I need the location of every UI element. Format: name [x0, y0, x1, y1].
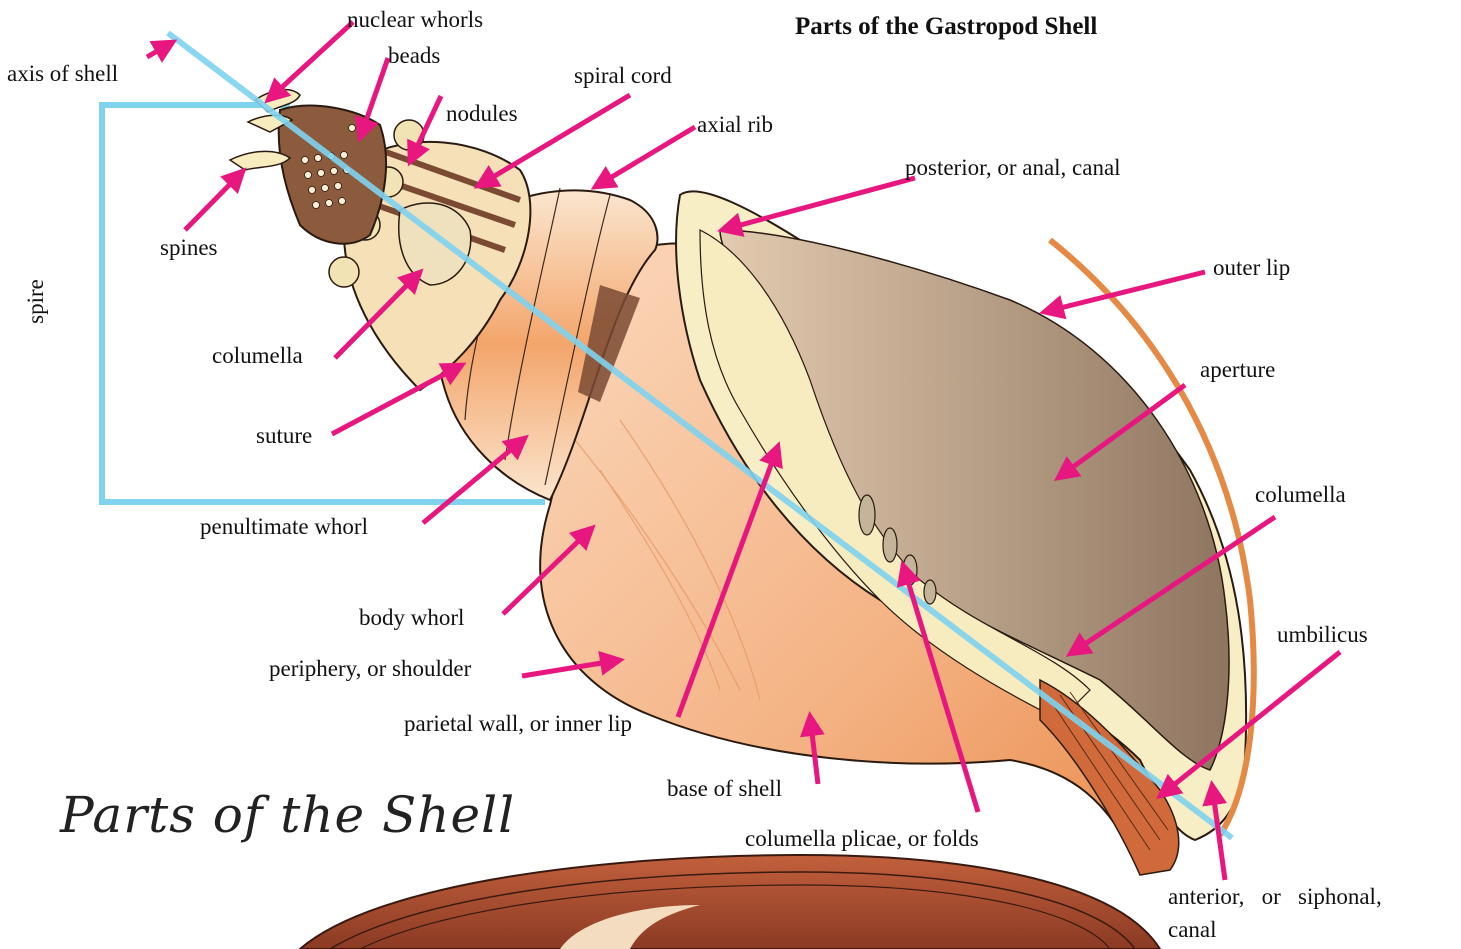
label-posterior-canal: posterior, or anal, canal [905, 156, 1121, 179]
label-spire: spire [24, 279, 47, 324]
label-aperture: aperture [1200, 358, 1275, 381]
label-periphery: periphery, or shoulder [269, 657, 471, 680]
label-nodules: nodules [446, 102, 518, 125]
label-axial-rib: axial rib [697, 113, 773, 136]
label-anterior-canal: anterior, or siphonal, [1168, 885, 1382, 908]
label-penultimate-whorl: penultimate whorl [200, 515, 368, 538]
diagram-title: Parts of the Gastropod Shell [795, 13, 1097, 41]
script-subtitle: Parts of the Shell [60, 786, 515, 844]
label-parietal-wall: parietal wall, or inner lip [404, 712, 632, 735]
label-columella-left: columella [212, 344, 303, 367]
label-axis-of-shell: axis of shell [7, 62, 118, 85]
label-columella-plicae: columella plicae, or folds [745, 827, 979, 850]
label-beads: beads [388, 44, 440, 67]
label-nuclear-whorls: nuclear whorls [347, 8, 483, 31]
label-body-whorl: body whorl [359, 606, 464, 629]
lower-shell-fragment [300, 855, 1160, 949]
label-base-of-shell: base of shell [667, 777, 782, 800]
label-spines: spines [160, 236, 218, 259]
label-umbilicus: umbilicus [1277, 623, 1368, 646]
label-suture: suture [256, 424, 312, 447]
label-anterior-canal-line2: canal [1168, 918, 1217, 941]
label-spiral-cord: spiral cord [574, 64, 672, 87]
label-outer-lip: outer lip [1213, 256, 1290, 279]
label-columella-right: columella [1255, 483, 1346, 506]
